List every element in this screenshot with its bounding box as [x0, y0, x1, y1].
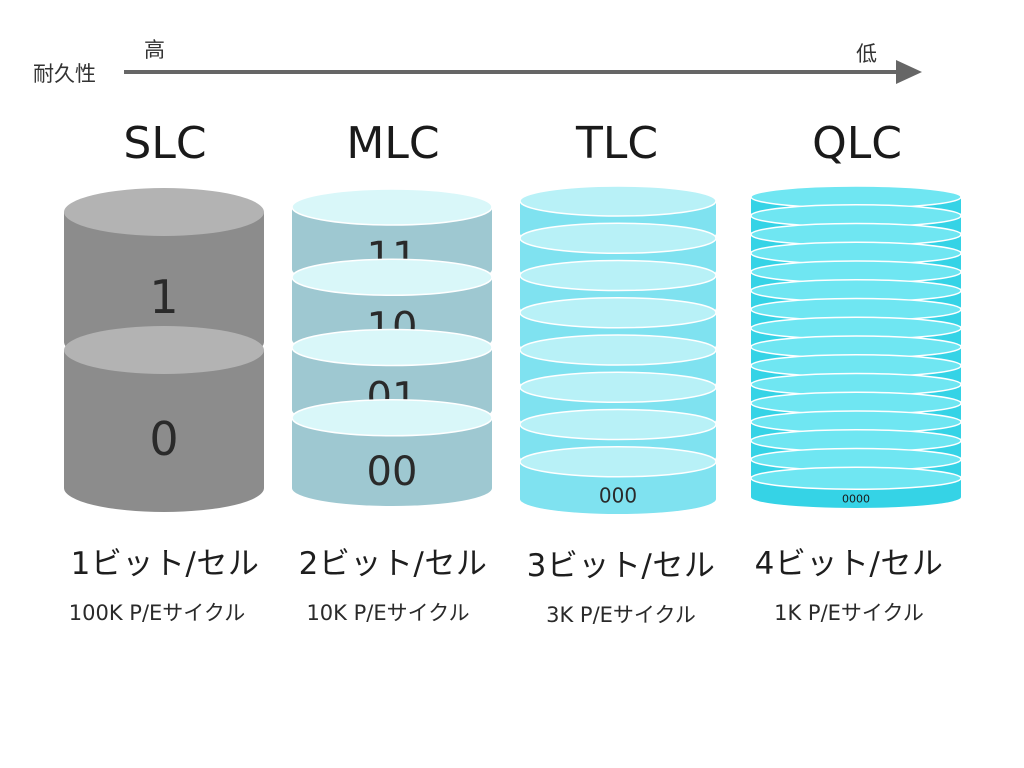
- bit-value-label: 00: [367, 449, 418, 495]
- segment-top: [519, 222, 717, 254]
- column-title-qlc: QLC: [812, 118, 902, 169]
- bits-per-cell-mlc: 2ビット/セル: [298, 546, 488, 582]
- segment-top: [64, 326, 264, 374]
- cell-segment: 00: [291, 399, 493, 506]
- arrow-head: [896, 60, 922, 84]
- segment-body: [64, 212, 264, 366]
- segment-top: [291, 258, 493, 296]
- pe-cycles-mlc: 10K P/Eサイクル: [306, 601, 470, 625]
- cell-segment: 0: [64, 326, 264, 512]
- low-label: 低: [856, 42, 877, 66]
- segment-top: [519, 297, 717, 329]
- column-title-mlc: MLC: [346, 118, 440, 169]
- segment-top: [291, 328, 493, 367]
- bits-per-cell-qlc: 4ビット/セル: [754, 546, 944, 582]
- column-title-tlc: TLC: [575, 118, 659, 169]
- pe-cycles-slc: 100K P/Eサイクル: [68, 601, 246, 625]
- segment-top: [519, 446, 717, 478]
- bits-per-cell-slc: 1ビット/セル: [70, 546, 260, 582]
- segment-top: [291, 399, 493, 437]
- segment-top: [750, 466, 962, 490]
- pe-cycles-tlc: 3K P/Eサイクル: [546, 603, 696, 627]
- bits-per-cell-tlc: 3ビット/セル: [526, 548, 716, 584]
- bit-value-label: 1: [149, 270, 178, 324]
- segment-top: [519, 408, 717, 441]
- bit-value-label: 0: [149, 412, 178, 466]
- cylinder-stack-qlc: 1111111011011100101110101001100001110110…: [750, 185, 962, 508]
- pe-cycles-qlc: 1K P/Eサイクル: [774, 601, 924, 625]
- bit-value-label: 000: [599, 483, 637, 507]
- bit-value-label: 0000: [842, 492, 870, 505]
- segment-top: [519, 259, 717, 292]
- cylinder-stack-slc: 10: [64, 188, 264, 512]
- high-label: 高: [144, 38, 165, 62]
- segment-top: [519, 185, 717, 217]
- segment-body: [292, 417, 492, 506]
- cell-segment: 0000: [750, 466, 962, 508]
- segment-body: [64, 350, 264, 512]
- segment-top: [64, 188, 264, 236]
- column-title-slc: SLC: [123, 118, 207, 169]
- segment-top: [291, 188, 493, 226]
- cylinder-stack-tlc: 111110101100011010001000: [519, 185, 717, 514]
- segment-top: [519, 371, 717, 403]
- cell-segment: 000: [519, 446, 717, 514]
- cell-segment: 1: [64, 188, 264, 366]
- endurance-label: 耐久性: [33, 62, 96, 86]
- segment-top: [519, 334, 717, 366]
